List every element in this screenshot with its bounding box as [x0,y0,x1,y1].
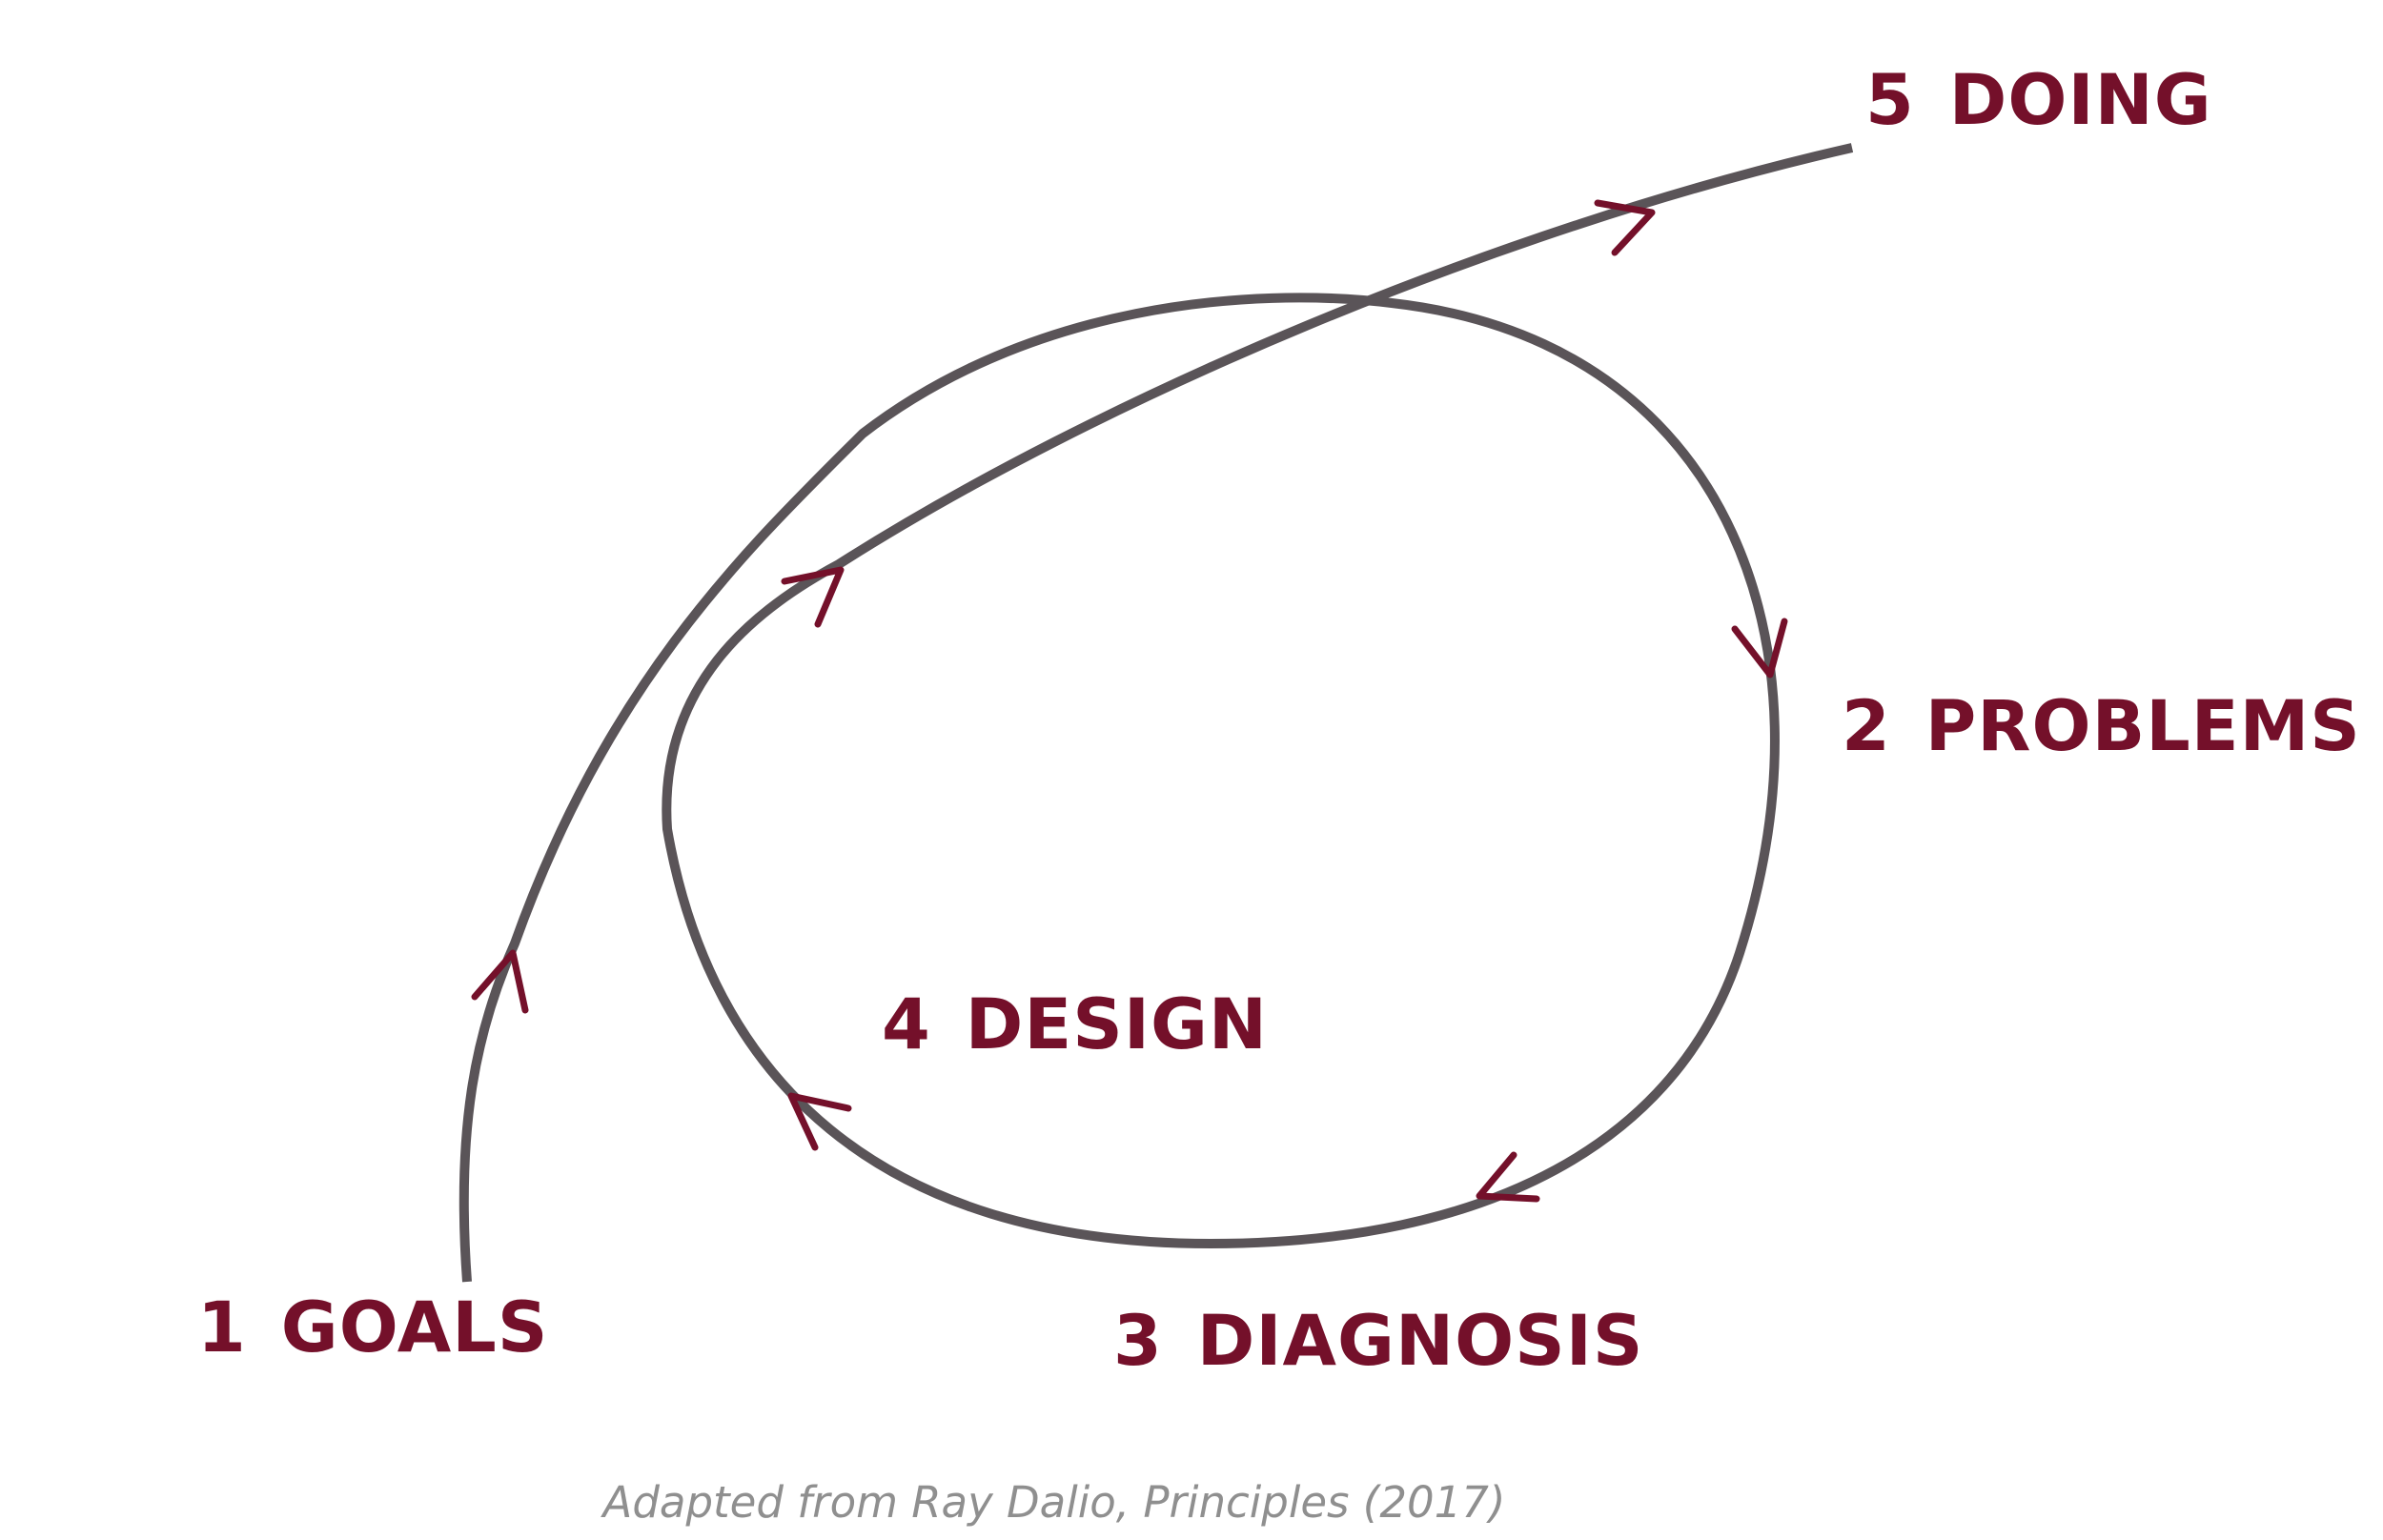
step-number: 4 [882,984,931,1065]
step-label-goals: 1 GOALS [197,1287,548,1368]
arrowhead-goals-up [471,949,529,1014]
step-number: 5 [1865,60,1915,141]
step-name: DESIGN [966,984,1268,1065]
source-caption: Adapted from Ray Dalio, Principles (2017… [601,1477,1506,1528]
process-loop-path [458,143,1854,1283]
step-label-problems: 2 PROBLEMS [1842,686,2361,767]
step-number: 1 [197,1287,247,1368]
step-name: DOING [1949,60,2212,141]
step-name: DIAGNOSIS [1197,1301,1644,1382]
step-number: 3 [1113,1301,1163,1382]
step-name: PROBLEMS [1925,686,2361,767]
step-name: GOALS [281,1287,549,1368]
arrowhead-to-design [787,1092,852,1151]
step-label-doing: 5 DOING [1865,60,2212,141]
step-label-design: 4 DESIGN [882,984,1268,1065]
arrowhead-to-doing [1594,199,1656,256]
step-number: 2 [1842,686,1891,767]
arrowhead-design-up [781,566,845,628]
arrowhead-to-diagnosis [1476,1151,1540,1203]
arrowhead-to-problems [1731,618,1788,679]
step-label-diagnosis: 3 DIAGNOSIS [1113,1301,1643,1382]
